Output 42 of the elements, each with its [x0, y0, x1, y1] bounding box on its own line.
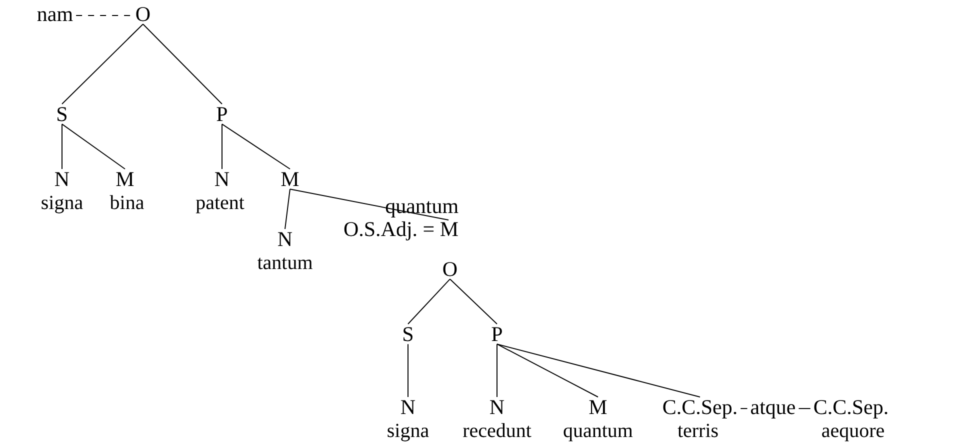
tree-node-label: S	[402, 323, 414, 346]
word-label: bina	[110, 192, 144, 214]
tree-node-label: M	[280, 168, 300, 192]
word-label: recedunt	[462, 420, 532, 442]
tree-node-label: O	[135, 3, 151, 26]
tree-branch	[496, 344, 700, 398]
tree-node-label: atque	[750, 396, 796, 420]
tree-branch	[450, 278, 498, 324]
tree-node-label: N	[54, 168, 70, 192]
tree-branch	[740, 408, 748, 410]
tree-branch	[496, 344, 498, 398]
tree-node-label: quantum O.S.Adj. = M	[343, 195, 459, 242]
word-label: terris	[677, 420, 719, 442]
tree-node-label: S	[56, 103, 68, 126]
tree-branch	[798, 408, 811, 410]
tree-branch	[142, 24, 222, 104]
tree-node-label: M	[588, 396, 608, 420]
tree-branch	[496, 344, 598, 398]
tree-branch	[222, 124, 290, 170]
word-label: quantum	[563, 420, 633, 442]
tree-branch	[284, 188, 290, 230]
tree-branch	[62, 124, 126, 170]
tree-node-label: C.C.Sep.	[662, 396, 738, 420]
word-label: tantum	[257, 252, 313, 274]
tree-node-label: P	[491, 323, 503, 346]
tree-node-label: O	[442, 258, 458, 282]
tree-node-label: N	[214, 168, 230, 192]
tree-node-label: N	[400, 396, 416, 420]
word-label: patent	[196, 192, 244, 214]
tree-branch	[62, 24, 144, 104]
tree-node-label: C.C.Sep.	[813, 396, 889, 420]
tree-node-label: N	[489, 396, 505, 420]
tree-branch	[290, 188, 450, 220]
tree-node-label: N	[277, 228, 293, 252]
word-label: signa	[40, 192, 84, 214]
tree-branch	[408, 278, 450, 324]
word-label: signa	[386, 420, 430, 442]
dashed-connector	[76, 15, 133, 16]
tree-node-label: P	[216, 103, 228, 126]
tree-node-label: nam	[36, 3, 74, 26]
word-label: aequore	[821, 420, 885, 442]
tree-node-label: M	[116, 168, 134, 192]
